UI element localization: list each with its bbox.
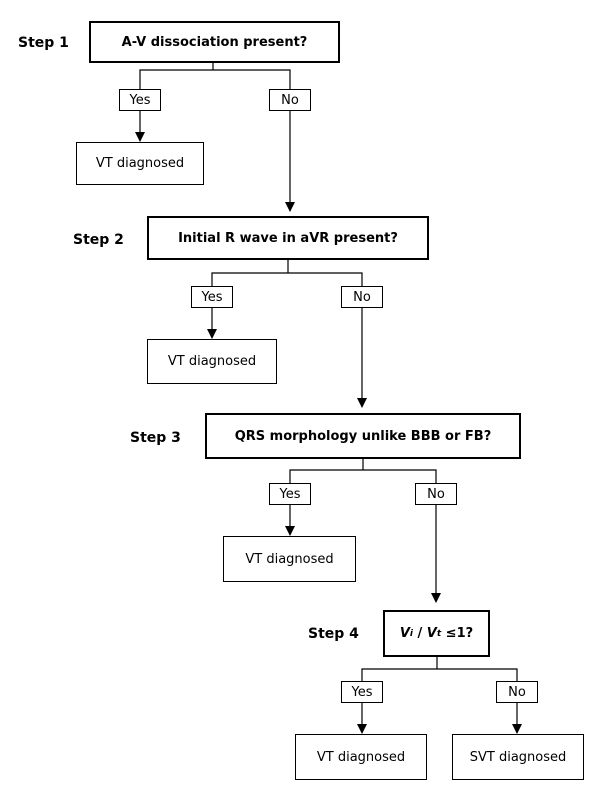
ratio-var-1: V	[399, 626, 410, 641]
step4-label: Step 4	[308, 626, 359, 642]
ratio-tail: ≤1?	[441, 626, 474, 641]
step3-question-box: QRS morphology unlike BBB or FB?	[205, 413, 521, 459]
ratio-sub-2: t	[436, 628, 442, 639]
step2-no-box: No	[341, 286, 383, 308]
step1-yes-box: Yes	[119, 89, 161, 111]
step4-svt-diagnosed-box: SVT diagnosed	[452, 734, 584, 780]
step2-question-box: Initial R wave in aVR present?	[147, 216, 429, 260]
step4-vt-diagnosed-box: VT diagnosed	[295, 734, 427, 780]
step2-vt-diagnosed-box: VT diagnosed	[147, 339, 277, 384]
step2-yes-box: Yes	[191, 286, 233, 308]
ratio-sub-1: i	[409, 628, 413, 639]
step2-label: Step 2	[73, 232, 124, 248]
step4-no-box: No	[496, 681, 538, 703]
step1-label: Step 1	[18, 35, 69, 51]
step4-branch-line	[361, 668, 518, 681]
ratio-slash: /	[412, 626, 427, 641]
step3-yes-box: Yes	[269, 483, 311, 505]
step3-vt-diagnosed-box: VT diagnosed	[223, 536, 356, 582]
step3-no-box: No	[415, 483, 457, 505]
ratio-var-2: V	[426, 626, 437, 641]
step1-vt-diagnosed-box: VT diagnosed	[76, 142, 204, 185]
step1-branch-line	[139, 69, 291, 90]
step3-label: Step 3	[130, 430, 181, 446]
step1-no-box: No	[269, 89, 311, 111]
step1-question-box: A-V dissociation present?	[89, 21, 340, 63]
step2-branch-line	[211, 272, 363, 287]
step3-branch-line	[289, 469, 437, 484]
step4-yes-box: Yes	[341, 681, 383, 703]
